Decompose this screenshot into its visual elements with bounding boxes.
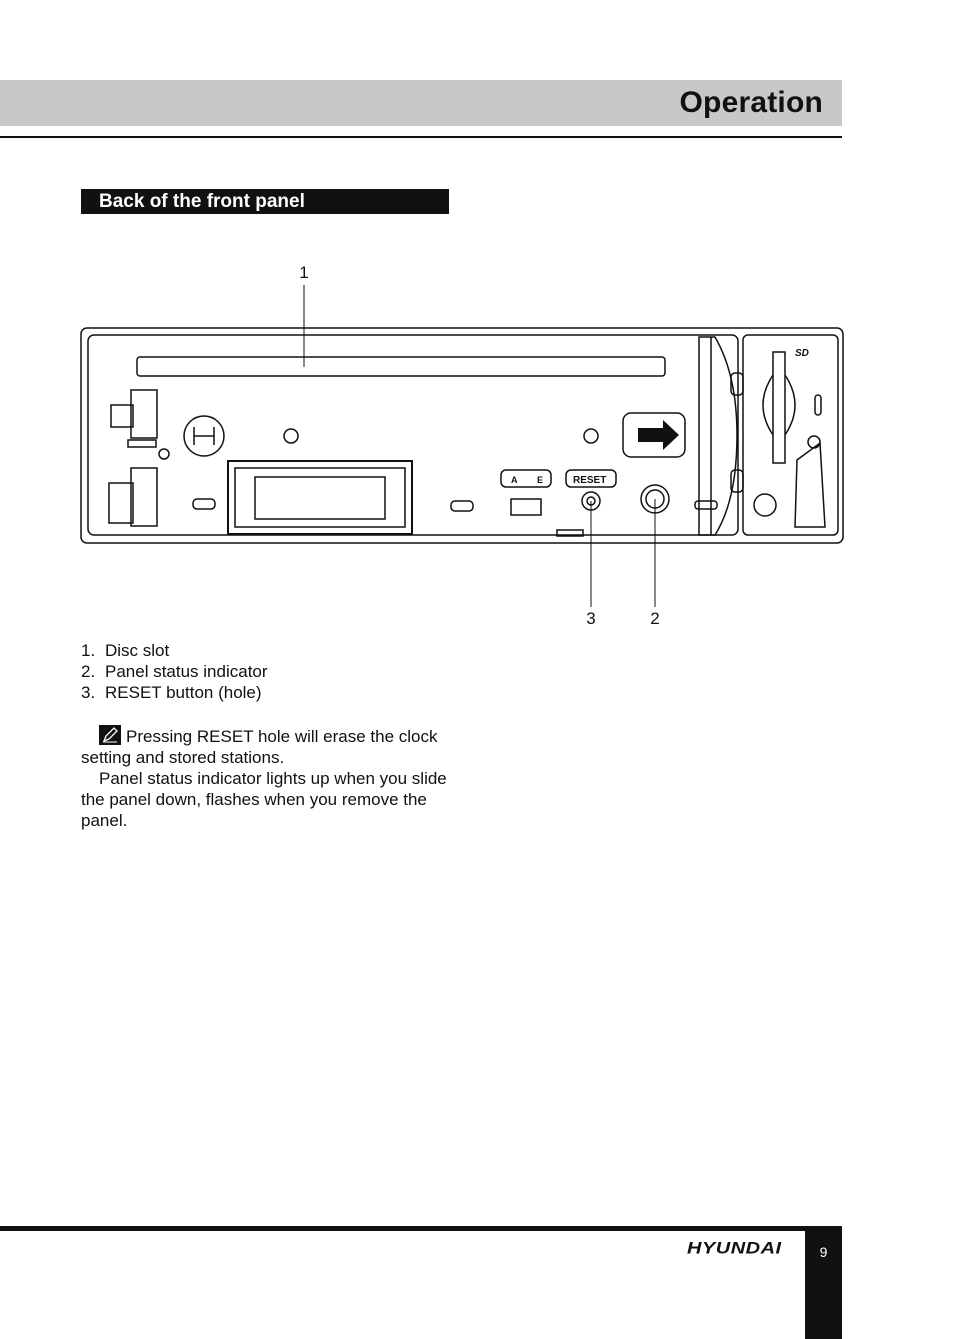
header-rule bbox=[0, 136, 842, 138]
page-title: Operation bbox=[679, 86, 823, 119]
legend-label: Panel status indicator bbox=[105, 662, 268, 681]
callout-3: 3 bbox=[586, 609, 595, 628]
legend-number: 2. bbox=[81, 662, 96, 681]
small-indicator-left bbox=[158, 448, 170, 460]
ae-button bbox=[500, 469, 552, 488]
header-band bbox=[0, 80, 842, 126]
legend-label: RESET button (hole) bbox=[105, 683, 262, 702]
note-reset-text: Pressing RESET hole will erase the clock… bbox=[81, 727, 438, 767]
release-button bbox=[622, 412, 686, 458]
list-item: 2. Panel status indicator bbox=[81, 661, 268, 682]
reset-label: RESET bbox=[573, 475, 606, 486]
sd-logo: SD bbox=[795, 348, 809, 359]
hinge-section bbox=[698, 336, 738, 536]
panel-outer-frame bbox=[80, 327, 844, 544]
notes-block: Pressing RESET hole will erase the clock… bbox=[81, 725, 461, 831]
pencil-note-icon bbox=[99, 725, 121, 745]
reset-button-frame bbox=[565, 469, 617, 488]
brand-logo: HYUNDAI bbox=[687, 1239, 782, 1258]
section-heading: Back of the front panel bbox=[81, 189, 449, 214]
legend-list: 1. Disc slot 2. Panel status indicator 3. R… bbox=[81, 640, 268, 703]
front-panel-diagram: A E RESET SD 1 3 2 bbox=[75, 255, 850, 635]
list-item: 3. RESET button (hole) bbox=[81, 682, 268, 703]
rotary-connector bbox=[183, 415, 225, 457]
page-tab bbox=[805, 1226, 842, 1339]
page-number: 9 bbox=[819, 1244, 828, 1260]
release-arrow-icon bbox=[638, 420, 679, 450]
list-item: 1. Disc slot bbox=[81, 640, 268, 661]
callout-2: 2 bbox=[650, 609, 659, 628]
left-knob-lower bbox=[130, 467, 158, 527]
legend-number: 1. bbox=[81, 641, 96, 660]
ae-label-a: A bbox=[511, 475, 518, 485]
sd-card-bay bbox=[742, 334, 839, 536]
callout-1: 1 bbox=[299, 263, 308, 282]
left-knob-upper bbox=[130, 389, 158, 439]
disc-slot bbox=[136, 356, 666, 377]
note-reset: Pressing RESET hole will erase the clock… bbox=[81, 725, 461, 768]
ae-label-e: E bbox=[537, 475, 543, 485]
display-window bbox=[227, 460, 413, 535]
legend-number: 3. bbox=[81, 683, 96, 702]
legend-label: Disc slot bbox=[105, 641, 170, 660]
front-panel-illustration: A E RESET SD 1 3 2 bbox=[80, 263, 844, 628]
footer-rule bbox=[0, 1226, 842, 1231]
note-indicator: Panel status indicator lights up when yo… bbox=[81, 769, 447, 830]
